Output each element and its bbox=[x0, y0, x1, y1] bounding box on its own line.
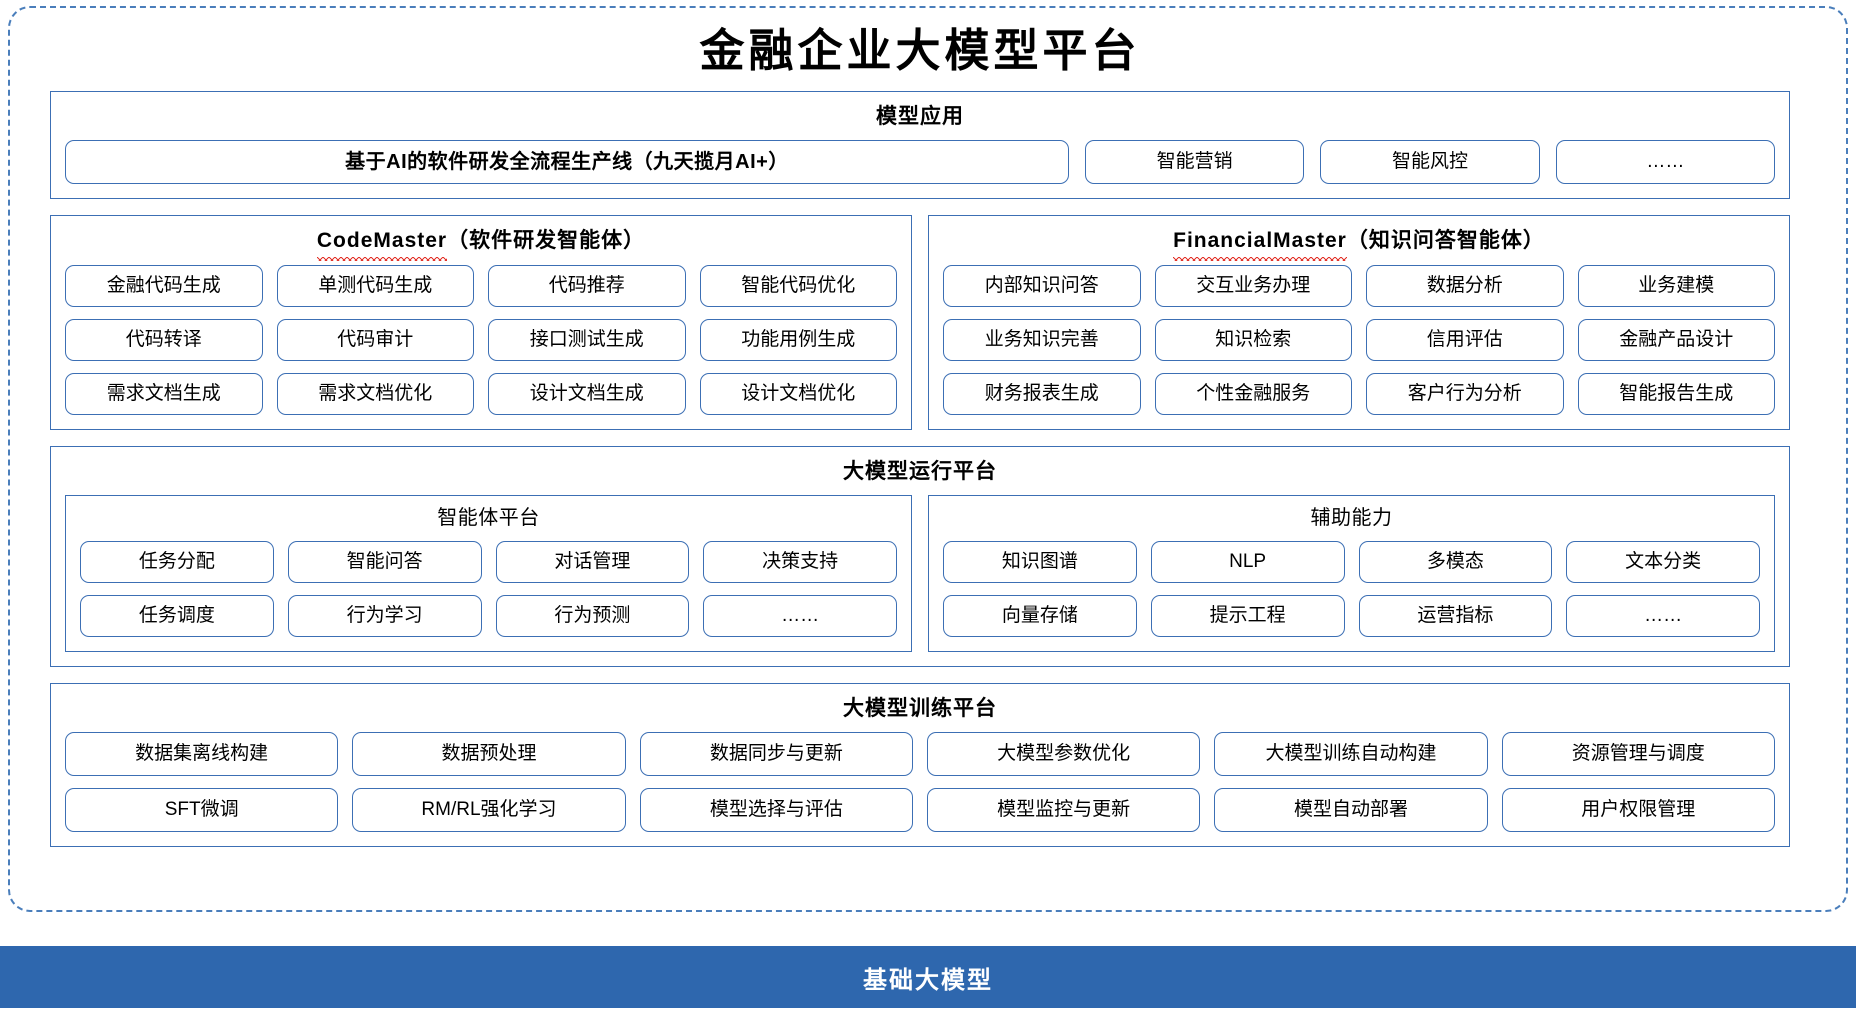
chip-requirement-doc-optimize[interactable]: 需求文档优化 bbox=[276, 372, 474, 415]
agents-pair: CodeMaster（软件研发智能体） 金融代码生成 单测代码生成 代码推荐 智… bbox=[50, 215, 1790, 430]
chip-function-case-gen[interactable]: 功能用例生成 bbox=[699, 318, 897, 361]
chip-prompt-engineering[interactable]: 提示工程 bbox=[1150, 595, 1345, 638]
chip-data-analysis[interactable]: 数据分析 bbox=[1366, 264, 1564, 307]
chip-smart-code-optimize[interactable]: 智能代码优化 bbox=[699, 264, 897, 307]
panel-run-platform: 大模型运行平台 智能体平台 任务分配 智能问答 对话管理 决策支持 任务调度 行… bbox=[50, 445, 1790, 668]
chip-design-doc-gen[interactable]: 设计文档生成 bbox=[488, 372, 686, 415]
panel-financial-master: FinancialMaster（知识问答智能体） 内部知识问答 交互业务办理 数… bbox=[928, 215, 1790, 430]
panel-title-financial-master: FinancialMaster（知识问答智能体） bbox=[943, 224, 1775, 264]
panel-train-platform: 大模型训练平台 数据集离线构建 数据预处理 数据同步与更新 大模型参数优化 大模… bbox=[50, 683, 1790, 848]
chip-smart-risk-control[interactable]: 智能风控 bbox=[1320, 140, 1540, 185]
chip-smart-report-gen[interactable]: 智能报告生成 bbox=[1577, 372, 1775, 415]
code-master-suffix: （软件研发智能体） bbox=[447, 229, 646, 253]
support-capability-row-1: 知识图谱 NLP 多模态 文本分类 bbox=[943, 541, 1760, 584]
platform-content: 金融企业大模型平台 模型应用 基于AI的软件研发全流程生产线（九天揽月AI+） … bbox=[50, 24, 1790, 848]
chip-data-sync-update[interactable]: 数据同步与更新 bbox=[639, 732, 913, 777]
financial-master-row-1: 内部知识问答 交互业务办理 数据分析 业务建模 bbox=[943, 264, 1775, 307]
subpanel-agent-platform: 智能体平台 任务分配 智能问答 对话管理 决策支持 任务调度 行为学习 行为预测… bbox=[65, 495, 912, 653]
subpanel-support-capability: 辅助能力 知识图谱 NLP 多模态 文本分类 向量存储 提示工程 运营指标 …… bbox=[928, 495, 1775, 653]
base-model-bar: 基础大模型 bbox=[0, 946, 1856, 1008]
model-application-row: 基于AI的软件研发全流程生产线（九天揽月AI+） 智能营销 智能风控 …… bbox=[65, 140, 1775, 185]
chip-requirement-doc-gen[interactable]: 需求文档生成 bbox=[65, 372, 263, 415]
chip-operation-metrics[interactable]: 运营指标 bbox=[1358, 595, 1553, 638]
chip-task-allocation[interactable]: 任务分配 bbox=[80, 541, 274, 584]
train-platform-row-1: 数据集离线构建 数据预处理 数据同步与更新 大模型参数优化 大模型训练自动构建 … bbox=[65, 732, 1775, 777]
panel-model-application: 模型应用 基于AI的软件研发全流程生产线（九天揽月AI+） 智能营销 智能风控 … bbox=[50, 91, 1790, 200]
chip-vector-store[interactable]: 向量存储 bbox=[943, 595, 1137, 638]
chip-customer-behavior-analysis[interactable]: 客户行为分析 bbox=[1366, 372, 1564, 415]
page-title: 金融企业大模型平台 bbox=[699, 24, 1141, 77]
code-master-row-1: 金融代码生成 单测代码生成 代码推荐 智能代码优化 bbox=[65, 264, 897, 307]
panel-title-run-platform: 大模型运行平台 bbox=[843, 459, 997, 483]
chip-rm-rl-learning[interactable]: RM/RL强化学习 bbox=[352, 788, 626, 833]
panel-title-train-platform: 大模型训练平台 bbox=[843, 697, 997, 721]
chip-user-permission-management[interactable]: 用户权限管理 bbox=[1501, 788, 1775, 833]
chip-training-auto-build[interactable]: 大模型训练自动构建 bbox=[1214, 732, 1488, 777]
chip-smart-qa[interactable]: 智能问答 bbox=[287, 541, 482, 584]
chip-resource-management[interactable]: 资源管理与调度 bbox=[1501, 732, 1775, 777]
train-platform-row-2: SFT微调 RM/RL强化学习 模型选择与评估 模型监控与更新 模型自动部署 用… bbox=[65, 788, 1775, 833]
run-platform-subpanels: 智能体平台 任务分配 智能问答 对话管理 决策支持 任务调度 行为学习 行为预测… bbox=[65, 495, 1775, 653]
chip-model-monitor-update[interactable]: 模型监控与更新 bbox=[926, 788, 1201, 833]
chip-financial-report-gen[interactable]: 财务报表生成 bbox=[943, 372, 1141, 415]
chip-support-capability-more[interactable]: …… bbox=[1566, 595, 1760, 638]
chip-text-classification[interactable]: 文本分类 bbox=[1566, 541, 1760, 584]
chip-decision-support[interactable]: 决策支持 bbox=[703, 541, 897, 584]
chip-smart-marketing[interactable]: 智能营销 bbox=[1085, 140, 1305, 185]
panel-title-code-master: CodeMaster（软件研发智能体） bbox=[65, 224, 897, 264]
code-master-row-2: 代码转译 代码审计 接口测试生成 功能用例生成 bbox=[65, 318, 897, 361]
subpanel-title-agent-platform: 智能体平台 bbox=[437, 507, 540, 530]
chip-design-doc-optimize[interactable]: 设计文档优化 bbox=[699, 372, 897, 415]
chip-finance-code-gen[interactable]: 金融代码生成 bbox=[65, 264, 263, 307]
chip-ai-software-pipeline[interactable]: 基于AI的软件研发全流程生产线（九天揽月AI+） bbox=[65, 140, 1069, 185]
chip-interactive-business[interactable]: 交互业务办理 bbox=[1154, 264, 1352, 307]
chip-multimodal[interactable]: 多模态 bbox=[1358, 541, 1553, 584]
financial-master-suffix: （知识问答智能体） bbox=[1346, 229, 1545, 253]
chip-api-test-gen[interactable]: 接口测试生成 bbox=[488, 318, 686, 361]
chip-behavior-prediction[interactable]: 行为预测 bbox=[495, 595, 690, 638]
chip-unit-test-code-gen[interactable]: 单测代码生成 bbox=[276, 264, 474, 307]
chip-model-param-optimize[interactable]: 大模型参数优化 bbox=[926, 732, 1201, 777]
chip-code-audit[interactable]: 代码审计 bbox=[276, 318, 474, 361]
base-model-label: 基础大模型 bbox=[863, 966, 993, 994]
chip-credit-assessment[interactable]: 信用评估 bbox=[1366, 318, 1564, 361]
chip-model-auto-deploy[interactable]: 模型自动部署 bbox=[1214, 788, 1488, 833]
chip-knowledge-retrieval[interactable]: 知识检索 bbox=[1154, 318, 1352, 361]
chip-task-scheduling[interactable]: 任务调度 bbox=[80, 595, 274, 638]
panel-title-model-application: 模型应用 bbox=[876, 105, 964, 128]
support-capability-row-2: 向量存储 提示工程 运营指标 …… bbox=[943, 595, 1760, 638]
chip-agent-platform-more[interactable]: …… bbox=[703, 595, 897, 638]
chip-sft-finetune[interactable]: SFT微调 bbox=[65, 788, 339, 833]
code-master-name: CodeMaster bbox=[316, 227, 448, 262]
subpanel-title-support-capability: 辅助能力 bbox=[1310, 507, 1393, 530]
platform-outer-frame bbox=[8, 6, 1848, 912]
code-master-row-3: 需求文档生成 需求文档优化 设计文档生成 设计文档优化 bbox=[65, 372, 897, 415]
chip-code-translate[interactable]: 代码转译 bbox=[65, 318, 263, 361]
chip-behavior-learning[interactable]: 行为学习 bbox=[287, 595, 482, 638]
agent-platform-row-2: 任务调度 行为学习 行为预测 …… bbox=[80, 595, 897, 638]
chip-dataset-offline-build[interactable]: 数据集离线构建 bbox=[65, 732, 339, 777]
chip-internal-knowledge-qa[interactable]: 内部知识问答 bbox=[943, 264, 1141, 307]
financial-master-row-2: 业务知识完善 知识检索 信用评估 金融产品设计 bbox=[943, 318, 1775, 361]
chip-financial-product-design[interactable]: 金融产品设计 bbox=[1577, 318, 1775, 361]
financial-master-row-3: 财务报表生成 个性金融服务 客户行为分析 智能报告生成 bbox=[943, 372, 1775, 415]
chip-more-applications[interactable]: …… bbox=[1555, 140, 1775, 185]
agent-platform-row-1: 任务分配 智能问答 对话管理 决策支持 bbox=[80, 541, 897, 584]
chip-personalized-finance-service[interactable]: 个性金融服务 bbox=[1154, 372, 1352, 415]
chip-dialogue-management[interactable]: 对话管理 bbox=[495, 541, 690, 584]
chip-code-recommend[interactable]: 代码推荐 bbox=[488, 264, 686, 307]
chip-nlp[interactable]: NLP bbox=[1150, 541, 1345, 584]
financial-master-name: FinancialMaster bbox=[1173, 227, 1347, 262]
panel-code-master: CodeMaster（软件研发智能体） 金融代码生成 单测代码生成 代码推荐 智… bbox=[50, 215, 912, 430]
chip-business-modeling[interactable]: 业务建模 bbox=[1577, 264, 1775, 307]
chip-business-knowledge-improve[interactable]: 业务知识完善 bbox=[943, 318, 1141, 361]
chip-model-selection-eval[interactable]: 模型选择与评估 bbox=[639, 788, 913, 833]
chip-knowledge-graph[interactable]: 知识图谱 bbox=[943, 541, 1137, 584]
chip-data-preprocessing[interactable]: 数据预处理 bbox=[352, 732, 626, 777]
